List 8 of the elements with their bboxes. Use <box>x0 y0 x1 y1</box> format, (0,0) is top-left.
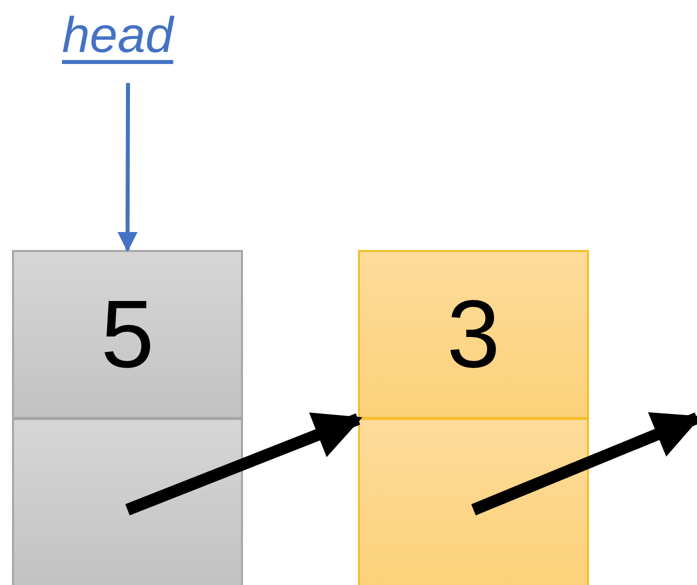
arrow <box>471 412 697 516</box>
pointer-cell <box>12 418 243 585</box>
value-cell: 5 <box>12 250 243 419</box>
pointer-label: head <box>62 10 174 60</box>
arrow <box>118 83 138 252</box>
pointer-cell <box>358 418 589 585</box>
value-cell: 3 <box>358 250 589 419</box>
arrow <box>125 412 362 516</box>
